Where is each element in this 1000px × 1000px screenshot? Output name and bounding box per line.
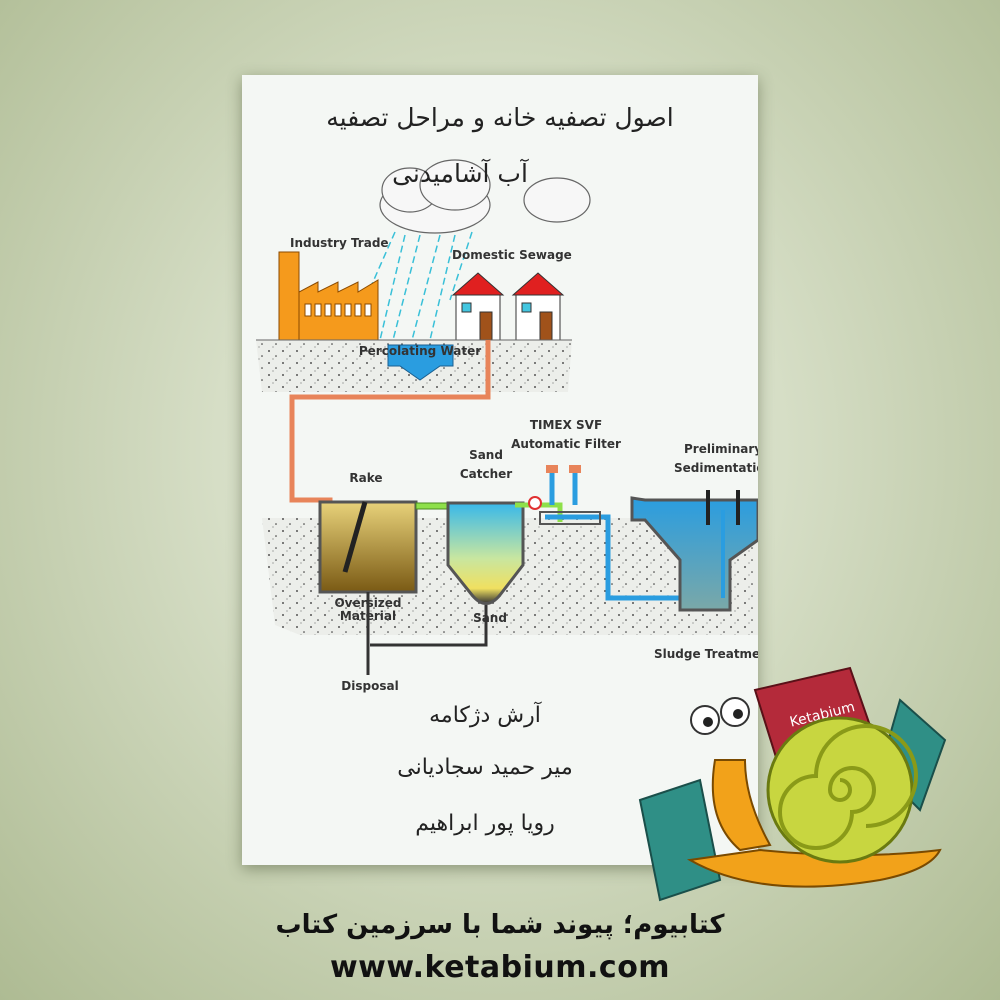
rake [342, 501, 368, 573]
sand-catcher [446, 501, 525, 605]
label-industry: Industry Trade [290, 236, 389, 250]
title-line-2: آب آشامیدنی [392, 159, 528, 188]
label-filter: Automatic Filter [511, 437, 621, 451]
label-domestic: Domestic Sewage [452, 248, 572, 262]
label-sludge: Sludge Treatment [654, 647, 758, 661]
label-sand-catcher: Catcher [460, 467, 512, 481]
rake-tank [318, 500, 418, 594]
label-oversized: Material [340, 609, 396, 623]
percolating-arrow [387, 344, 454, 381]
houses [451, 272, 565, 341]
title-line-1: اصول تصفیه خانه و مراحل تصفیه [326, 103, 674, 132]
automatic-filter [545, 470, 695, 601]
label-sand: Sand [473, 611, 507, 625]
brand-url[interactable]: www.ketabium.com [329, 950, 671, 985]
book-cover: Percolating Water Industry Trade Domesti… [242, 75, 758, 865]
ketabium-snail-logo: Ketabium [638, 666, 947, 902]
label-rake: Rake [349, 471, 382, 485]
label-preliminary: Sedimentation [674, 461, 758, 475]
sedimentation-tank [630, 496, 758, 612]
factory [278, 251, 379, 341]
label-preliminary: Preliminary [684, 442, 758, 456]
brand-slogan: کتابیوم؛ پیوند شما با سرزمین کتاب [275, 910, 725, 940]
author: آرش دژکامه [429, 703, 541, 728]
author: میر حمید سجادیانی [397, 755, 573, 780]
label-disposal: Disposal [341, 679, 398, 693]
treatment-diagram: Percolating Water Industry Trade Domesti… [256, 159, 758, 693]
label-oversized: Oversized [334, 596, 401, 610]
label-percolating: Percolating Water [359, 344, 481, 358]
cloud [379, 159, 591, 234]
label-sand-catcher: Sand [469, 448, 503, 462]
label-filter: TIMEX SVF [530, 418, 602, 432]
rain [364, 231, 473, 341]
author: رویا پور ابراهیم [415, 811, 555, 836]
